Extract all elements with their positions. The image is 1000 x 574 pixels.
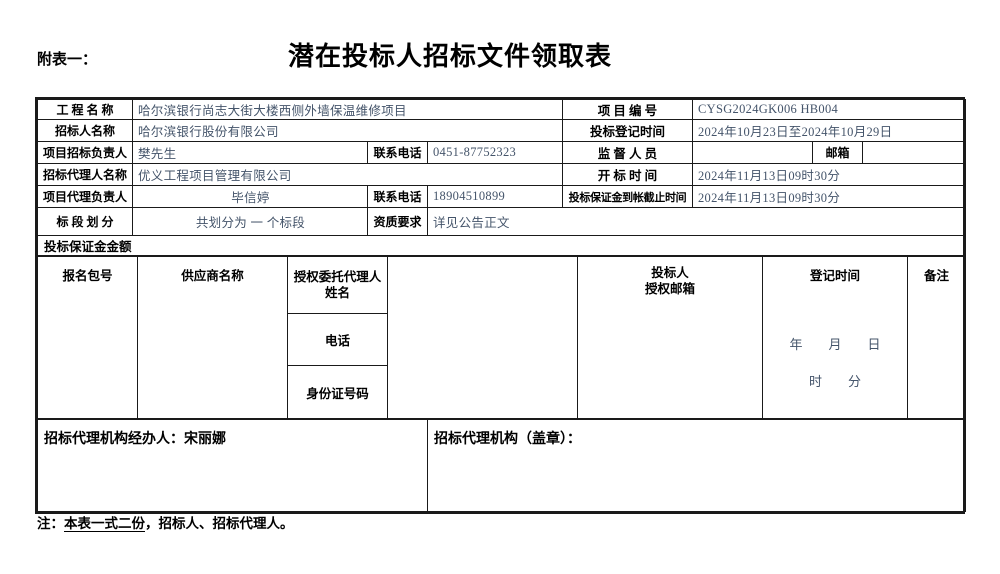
registration-table: 报名包号 供应商名称 授权委托代理人 姓名 投标人 授权邮箱 登记时间 年 月 … xyxy=(37,256,966,419)
deposit-deadline-label: 投标保证金到帐截止时间 xyxy=(562,185,693,208)
contact-phone-value-1: 0451-87752323 xyxy=(427,141,563,164)
tenderer-name-label: 招标人名称 xyxy=(37,119,133,142)
project-name-value: 哈尔滨银行尚志大街大楼西侧外墙保温维修项目 xyxy=(132,99,563,120)
email-value xyxy=(862,141,966,164)
agency-name-label: 招标代理人名称 xyxy=(37,163,133,186)
blank-column-cell xyxy=(387,256,578,419)
footer-note-suffix: ，招标人、招标代理人。 xyxy=(145,516,294,531)
supervisor-label: 监 督 人 员 xyxy=(562,141,693,164)
project-info-table: 工 程 名 称 哈尔滨银行尚志大街大楼西侧外墙保温维修项目 项 目 编 号 CY… xyxy=(37,99,966,256)
form-table: 工 程 名 称 哈尔滨银行尚志大街大楼西侧外墙保温维修项目 项 目 编 号 CY… xyxy=(35,97,966,514)
agency-handler-cell: 招标代理机构经办人：宋丽娜 xyxy=(37,419,428,512)
contact-phone-label-2: 联系电话 xyxy=(367,185,428,208)
attachment-label: 附表一： xyxy=(37,52,98,68)
contact-phone-label-1: 联系电话 xyxy=(367,141,428,164)
agency-table: 招标代理机构经办人：宋丽娜 招标代理机构（盖章）： xyxy=(37,419,966,512)
footer-note-underlined: 本表一式二份 xyxy=(64,516,145,531)
agency-seal-cell: 招标代理机构（盖章）： xyxy=(427,419,966,512)
project-name-label: 工 程 名 称 xyxy=(37,99,133,120)
bid-opening-time-label: 开 标 时 间 xyxy=(562,163,693,186)
agency-name-value: 优义工程项目管理有限公司 xyxy=(132,163,563,186)
agency-leader-label: 项目代理负责人 xyxy=(37,185,133,208)
bid-opening-time-value: 2024年11月13日09时30分 xyxy=(692,163,966,186)
deposit-deadline-value: 2024年11月13日09时30分 xyxy=(692,185,966,208)
agent-id-label: 身份证号码 xyxy=(287,365,388,419)
page-title: 潜在投标人招标文件领取表 xyxy=(287,42,612,71)
remark-header: 备注 xyxy=(907,256,966,419)
project-number-label: 项 目 编 号 xyxy=(562,99,693,120)
project-number-value: CYSG2024GK006 HB004 xyxy=(692,99,966,120)
bid-deposit-amount-label: 投标保证金金额 xyxy=(37,235,966,256)
agency-leader-value: 毕信婷 xyxy=(132,185,368,208)
authorized-agent-name-header: 授权委托代理人 姓名 xyxy=(287,256,388,314)
footer-note-prefix: 注： xyxy=(37,516,64,531)
registration-hour-line: 时 分 xyxy=(808,374,861,389)
project-bid-leader-value: 樊先生 xyxy=(132,141,368,164)
tenderer-name-value: 哈尔滨银行股份有限公司 xyxy=(132,119,563,142)
registration-date-line: 年 月 日 xyxy=(789,337,881,352)
contact-phone-value-2: 18904510899 xyxy=(427,185,563,208)
section-division-label: 标 段 划 分 xyxy=(37,207,133,236)
footer-note: 注：本表一式二份，招标人、招标代理人。 xyxy=(37,512,294,532)
package-number-header: 报名包号 xyxy=(37,256,138,419)
qualification-value: 详见公告正文 xyxy=(427,207,966,236)
registration-time-header: 登记时间 xyxy=(809,269,860,283)
project-bid-leader-label: 项目招标负责人 xyxy=(37,141,133,164)
bid-registration-time-label: 投标登记时间 xyxy=(562,119,693,142)
section-division-value: 共划分为 一 个标段 xyxy=(132,207,368,236)
agent-phone-label: 电话 xyxy=(287,313,388,366)
email-label: 邮箱 xyxy=(812,141,863,164)
bidder-email-header: 投标人 授权邮箱 xyxy=(577,256,763,419)
qualification-label: 资质要求 xyxy=(367,207,428,236)
registration-time-cell: 登记时间 年 月 日 时 分 xyxy=(762,256,908,419)
supplier-name-header: 供应商名称 xyxy=(137,256,288,419)
bid-registration-time-value: 2024年10月23日至2024年10月29日 xyxy=(692,119,966,142)
supervisor-value xyxy=(692,141,813,164)
